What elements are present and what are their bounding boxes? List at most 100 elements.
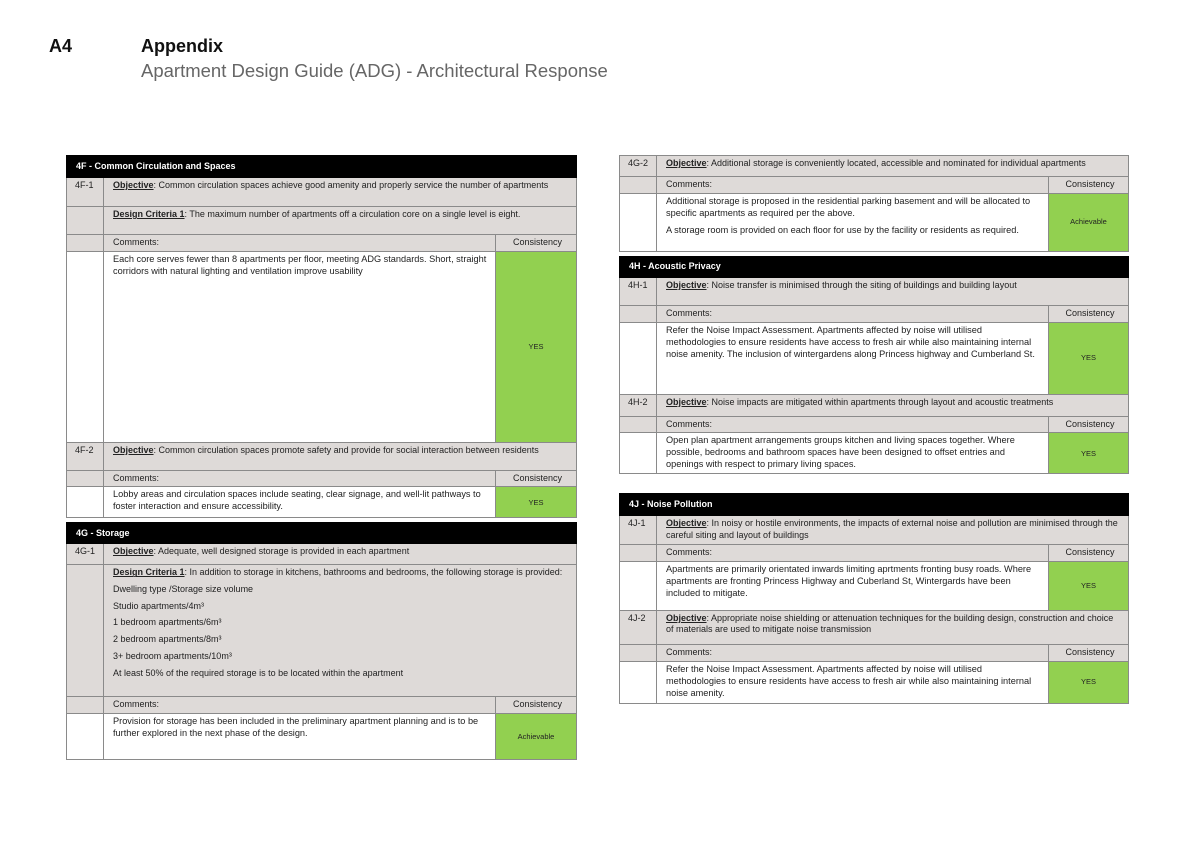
objective-description: : The maximum number of apartments off a… — [184, 209, 521, 219]
section-header: 4J - Noise Pollution — [618, 493, 1130, 517]
objective-row: 4J-1 Objective: In noisy or hostile envir… — [619, 515, 1130, 545]
item-id: 4G-2 — [619, 155, 657, 177]
consistency-badge: YES — [494, 486, 578, 519]
comments-label: Comments: — [656, 543, 1049, 562]
consistency-badge: YES — [1047, 321, 1130, 395]
comment-text: Lobby areas and circulation spaces inclu… — [113, 489, 481, 512]
item-id: 4F-1 — [66, 177, 104, 207]
item-id — [66, 564, 104, 698]
criteria-line: Dwelling type /Storage size volume — [113, 584, 254, 595]
comment-row: Open plan apartment arrangements groups … — [619, 432, 1130, 475]
objective-label: Objective — [666, 158, 707, 168]
objective-cell: Objective: Adequate, well designed stora… — [102, 543, 578, 566]
comment-row: Additional storage is proposed in the re… — [619, 192, 1130, 252]
item-id: 4J-1 — [619, 515, 657, 545]
objective-cell: Objective: Noise transfer is minimised t… — [655, 276, 1130, 306]
objective-description: : Noise transfer is minimised through th… — [706, 279, 1017, 290]
criteria-line: 3+ bedroom apartments/10m³ — [113, 650, 232, 661]
objective-label: Design Criteria 1 — [113, 209, 185, 219]
consistency-label: Consistency — [1047, 415, 1130, 434]
objective-cell: Objective: Additional storage is conveni… — [655, 155, 1130, 177]
objective-label: Objective — [666, 396, 707, 407]
comments-label: Comments: — [656, 304, 1049, 323]
criteria-line: 1 bedroom apartments/6m³ — [113, 617, 222, 628]
comment-text: Refer the Noise Impact Assessment. Apart… — [666, 663, 1032, 698]
empty-cell — [66, 696, 104, 715]
objective-text: Objective: Appropriate noise shielding o… — [666, 613, 1122, 636]
comment-row: Each core serves fewer than 8 apartments… — [66, 250, 578, 443]
objective-description: : Additional storage is conveniently loc… — [706, 158, 1086, 168]
gap-cell — [620, 474, 1129, 494]
item-id: 4H-1 — [619, 276, 657, 306]
criteria-line: Studio apartments/4m³ — [113, 600, 205, 611]
item-id: 4F-2 — [66, 441, 104, 471]
empty-cell — [66, 234, 104, 252]
empty-cell — [66, 486, 104, 519]
empty-cell — [66, 469, 104, 488]
objective-label: Objective — [113, 444, 154, 455]
comments-label: Comments: — [103, 696, 496, 715]
empty-cell — [619, 192, 657, 252]
objective-text: Objective: Noise impacts are mitigated w… — [666, 397, 1122, 409]
comments-label: Comments: — [103, 469, 496, 488]
empty-cell — [619, 304, 657, 323]
consistency-label: Consistency — [1047, 176, 1130, 194]
objective-cell: Objective: Common circulation spaces pro… — [102, 441, 578, 471]
comments-label: Comments: — [656, 643, 1049, 662]
comments-header-row: Comments:Consistency — [66, 469, 578, 488]
objective-text: Objective: Common circulation spaces pro… — [113, 445, 570, 457]
objective-cell: Objective: Noise impacts are mitigated w… — [655, 393, 1130, 417]
section-header: 4F - Common Circulation and Spaces — [65, 155, 578, 178]
objective-description: : In addition to storage in kitchens, ba… — [184, 567, 563, 578]
objective-row: 4F-1 Objective: Common circulation spaces… — [66, 177, 578, 207]
comment-row: Lobby areas and circulation spaces inclu… — [66, 486, 578, 519]
comments-header-row: Comments:Consistency — [619, 643, 1130, 662]
consistency-label: Consistency — [1047, 304, 1130, 323]
consistency-label: Consistency — [1047, 643, 1130, 662]
comments-header-row: Comments:Consistency — [619, 304, 1130, 323]
empty-cell — [619, 432, 657, 475]
comment-text: Open plan apartment arrangements groups … — [666, 435, 1015, 470]
empty-cell — [619, 560, 657, 611]
objective-cell: Design Criteria 1: The maximum number of… — [102, 206, 578, 235]
consistency-label: Consistency — [494, 469, 578, 488]
section-title: 4F - Common Circulation and Spaces — [65, 155, 578, 178]
comment-text: Each core serves fewer than 8 apartments… — [113, 253, 487, 276]
comment-text: Refer the Noise Impact Assessment. Apart… — [666, 324, 1035, 359]
comment-row: Apartments are primarily orientated inwa… — [619, 560, 1130, 611]
comment-cell: Lobby areas and circulation spaces inclu… — [103, 486, 496, 519]
comment-row: Refer the Noise Impact Assessment. Apart… — [619, 660, 1130, 704]
table-gap — [620, 474, 1129, 494]
objective-text: Objective: Common circulation spaces ach… — [113, 180, 570, 192]
consistency-badge: Achievable — [1047, 192, 1130, 252]
objective-text: Design Criteria 1: In addition to storag… — [113, 567, 570, 579]
objective-text: Objective: In noisy or hostile environme… — [666, 518, 1122, 541]
objective-cell: Design Criteria 1: In addition to storag… — [102, 564, 578, 698]
section-title: 4G - Storage — [65, 522, 578, 545]
comment-text: Apartments are primarily orientated inwa… — [666, 563, 1032, 598]
objective-description: : Noise impacts are mitigated within apa… — [706, 396, 1054, 407]
comment-cell: Open plan apartment arrangements groups … — [656, 432, 1049, 475]
empty-cell — [619, 643, 657, 662]
comments-label: Comments: — [656, 415, 1049, 434]
criteria-line: At least 50% of the required storage is … — [113, 667, 404, 678]
objective-description: : Adequate, well designed storage is pro… — [153, 546, 410, 557]
comment-cell: Each core serves fewer than 8 apartments… — [103, 250, 496, 443]
consistency-badge: YES — [1047, 432, 1130, 475]
section-title: 4H - Acoustic Privacy — [618, 255, 1130, 278]
criteria-line: 2 bedroom apartments/8m³ — [113, 634, 222, 645]
comment-cell: Additional storage is proposed in the re… — [656, 192, 1049, 252]
empty-cell — [619, 321, 657, 395]
comment-cell: Apartments are primarily orientated inwa… — [656, 560, 1049, 611]
objective-text: Design Criteria 1: The maximum number of… — [113, 209, 570, 221]
objective-description: : Common circulation spaces achieve good… — [153, 180, 549, 190]
consistency-label: Consistency — [494, 696, 578, 715]
comment-text: A storage room is provided on each floor… — [666, 224, 1019, 235]
